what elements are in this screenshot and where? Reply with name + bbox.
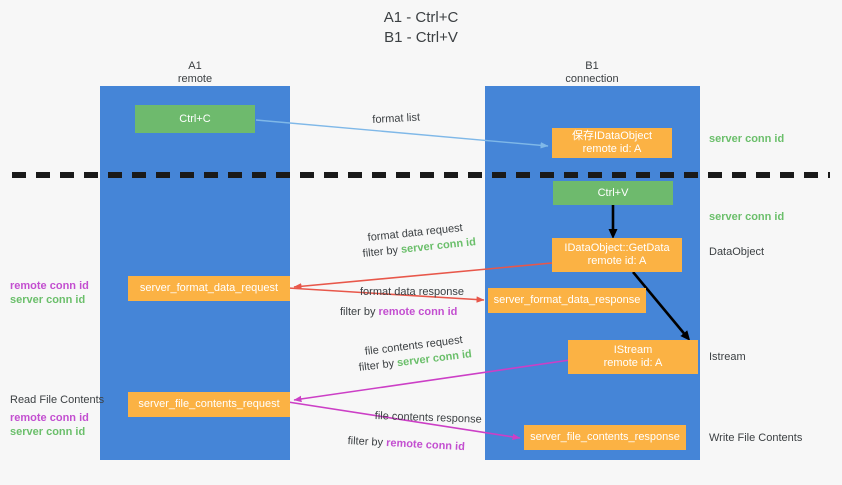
node-server-format-data-request[interactable]: server_format_data_request [128,276,290,301]
node-ctrl-c-label: Ctrl+C [179,112,211,125]
node-ctrl-c[interactable]: Ctrl+C [135,105,255,133]
annotation-format-remote-conn-id: remote conn id [10,280,89,292]
filter-prefix: filter by [362,243,402,260]
annotation-dataobject: DataObject [709,246,765,258]
title-line-2: B1 - Ctrl+V [384,29,458,46]
node-idataobject-getdata-sub: remote id: A [587,255,647,267]
lane-header-b1: B1 connection [512,60,672,86]
filter-prefix: filter by [340,306,379,318]
annotation-file-server-conn-id: server conn id [10,426,86,438]
node-idataobject-getdata-title: IDataObject::GetData [564,242,670,254]
node-server-file-contents-response-label: server_file_contents_response [530,431,680,443]
annotation-istream: Istream [709,351,746,363]
node-ctrl-v-label: Ctrl+V [597,186,629,199]
edge-label-format-list: format list [372,111,421,126]
node-istream-title: IStream [613,344,653,356]
edge-label-format-data-response: format data response [360,286,464,298]
node-server-format-data-response-label: server_format_data_response [493,294,641,306]
node-server-file-contents-request-label: server_file_contents_request [138,398,280,410]
lane-b1-sub: connection [565,73,619,85]
node-server-file-contents-request[interactable]: server_file_contents_request [128,392,290,417]
edge-label-file-contents-response-filter: filter by remote conn id [347,434,465,454]
lane-a1-name: A1 [188,60,202,72]
filter-prefix: filter by [347,434,387,449]
node-server-file-contents-response[interactable]: server_file_contents_response [524,425,686,450]
node-server-format-data-response[interactable]: server_format_data_response [488,288,646,313]
edge-label-file-contents-response: file contents response [374,409,482,426]
node-istream[interactable]: IStream remote id: A [568,340,698,374]
filter-value: remote conn id [378,306,458,318]
lane-a1-sub: remote [177,73,213,85]
node-save-idataobject-sub: remote id: A [582,143,642,155]
node-save-idataobject[interactable]: 保存IDataObject remote id: A [552,128,672,158]
annotation-server-conn-id-mid: server conn id [709,211,785,223]
annotation-file-remote-conn-id: remote conn id [10,412,89,424]
annotation-write-file-contents: Write File Contents [709,432,803,444]
lane-b1-name: B1 [585,60,599,72]
filter-prefix: filter by [358,357,398,374]
node-istream-sub: remote id: A [603,357,663,369]
page-title: A1 - Ctrl+C B1 - Ctrl+V [0,8,842,48]
annotation-server-conn-id-top: server conn id [709,133,785,145]
annotation-format-server-conn-id: server conn id [10,294,86,306]
annotation-format-conn-ids: remote conn id server conn id [10,279,89,307]
annotation-read-file-contents: Read File Contents [10,394,105,406]
filter-value: remote conn id [385,437,466,454]
lane-header-a1: A1 remote [115,60,275,86]
node-ctrl-v[interactable]: Ctrl+V [553,181,673,205]
title-line-1: A1 - Ctrl+C [383,9,459,26]
node-idataobject-getdata[interactable]: IDataObject::GetData remote id: A [552,238,682,272]
annotation-file-conn-ids: remote conn id server conn id [10,411,89,439]
node-server-format-data-request-label: server_format_data_request [139,282,279,294]
edge-label-format-data-response-filter: filter by remote conn id [340,305,457,319]
node-save-idataobject-title: 保存IDataObject [571,130,653,142]
